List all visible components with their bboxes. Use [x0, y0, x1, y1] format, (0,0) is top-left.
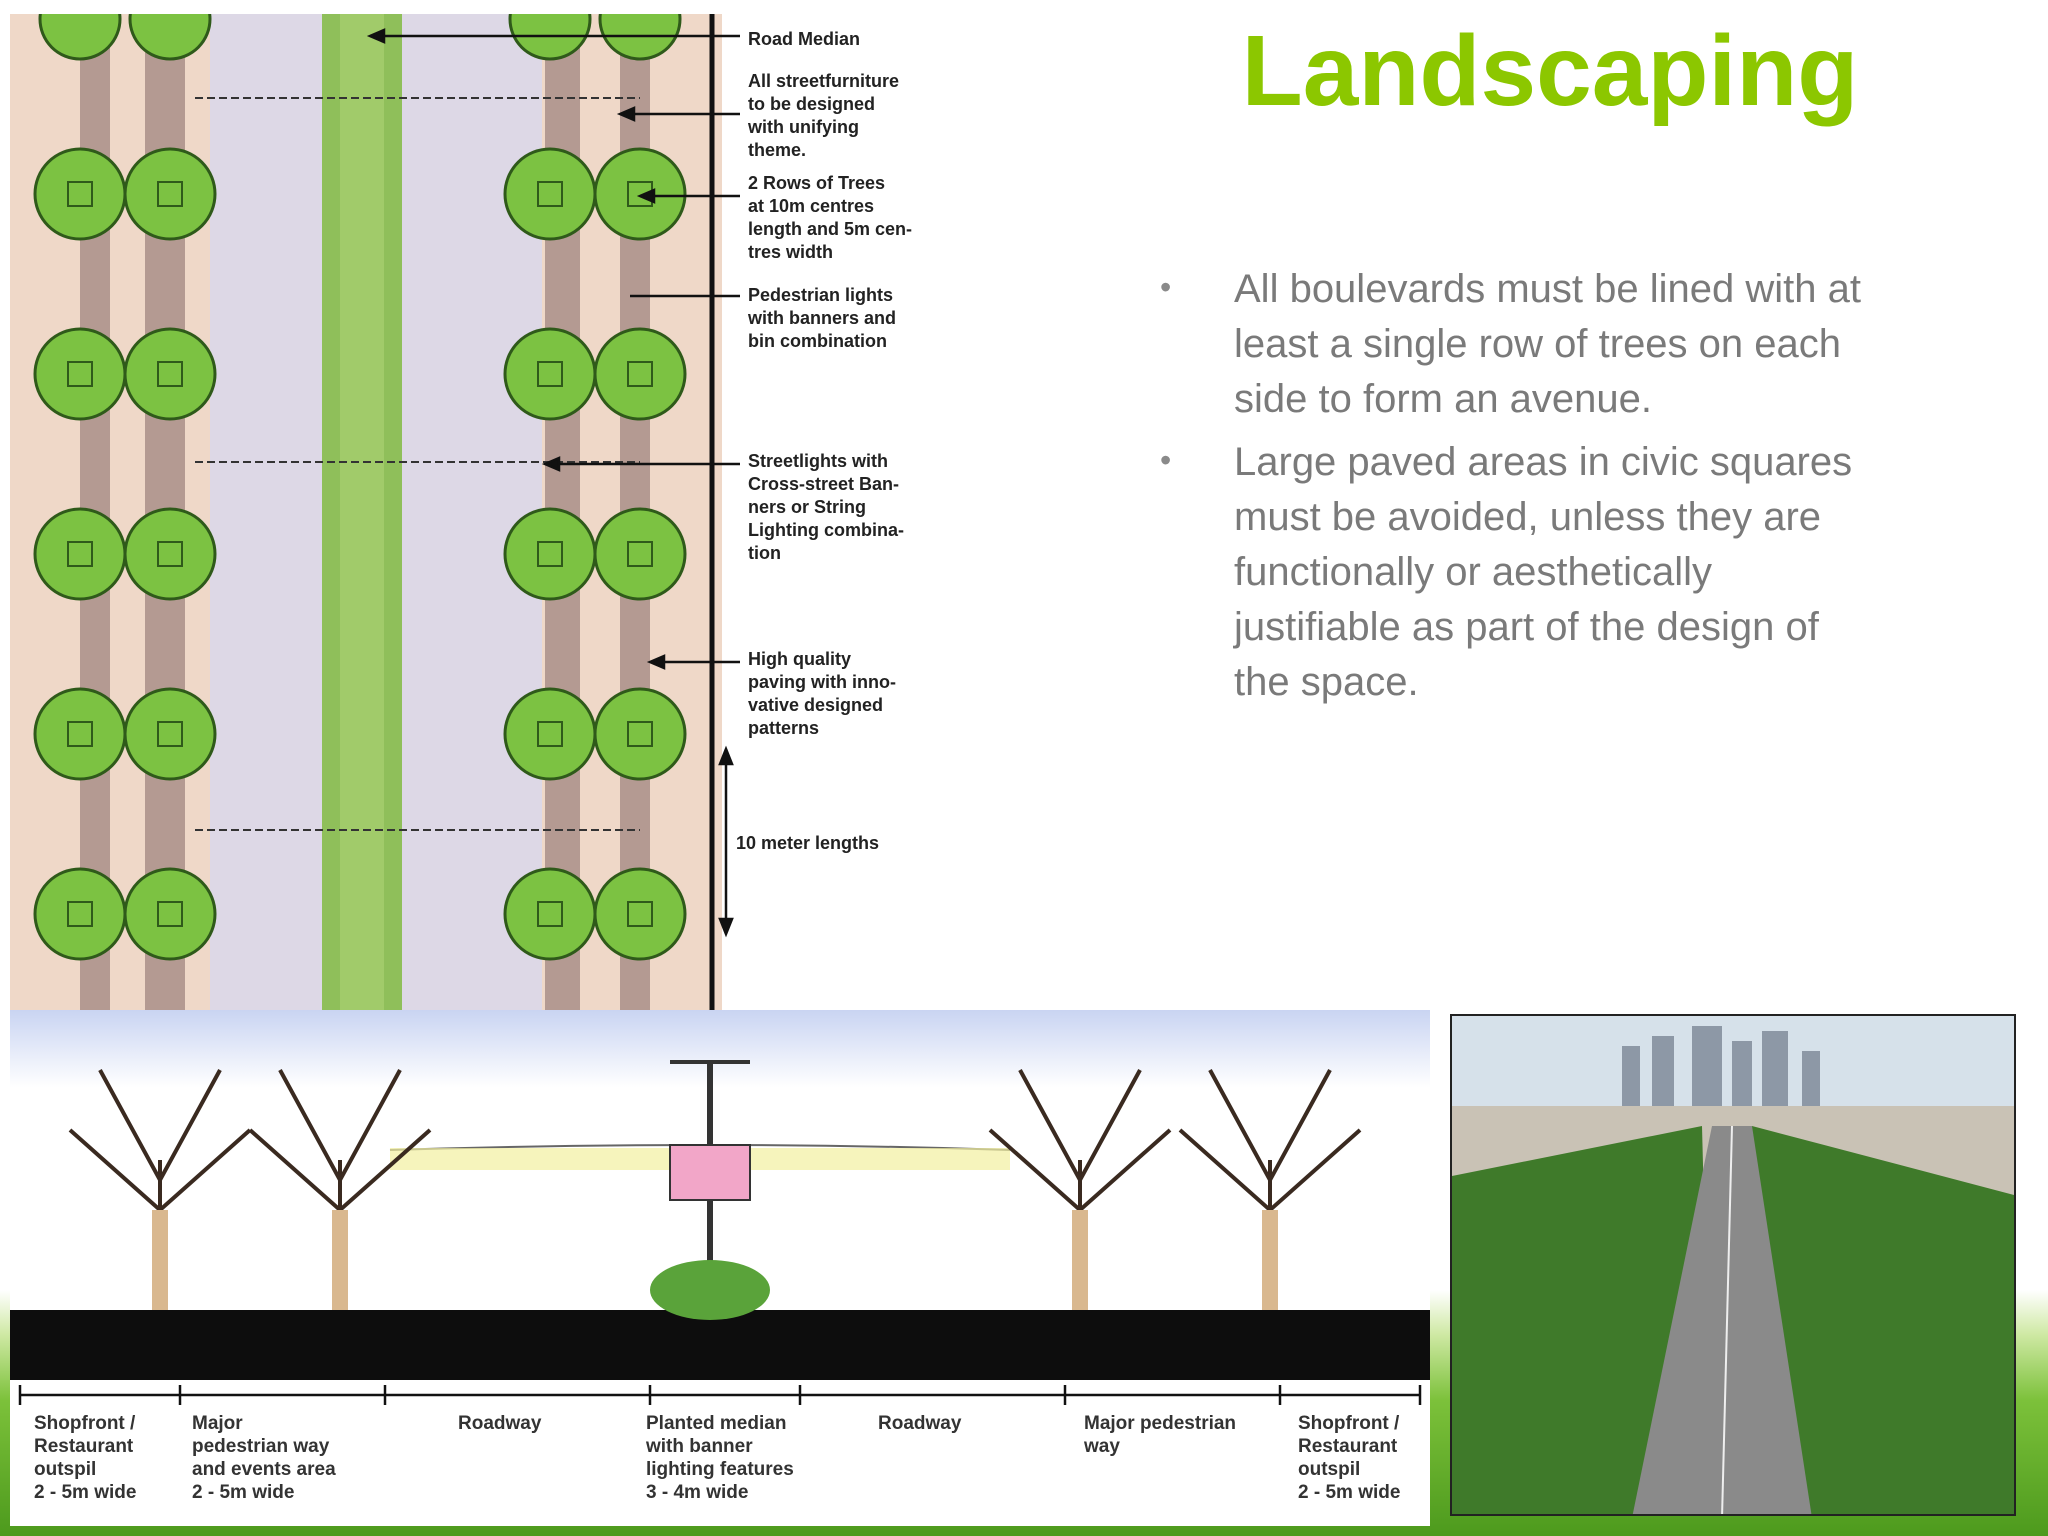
plan-trees [33, 0, 687, 961]
boulevard-photo-image [1452, 1016, 2014, 1514]
avenue-road [1632, 1126, 1812, 1514]
slide-title: Landscaping [1241, 15, 1859, 127]
section-ground [10, 1310, 1430, 1380]
section-label-roadway-left: Roadway [458, 1413, 542, 1434]
section-label-roadway-right: Roadway [878, 1413, 962, 1434]
section-label-shopfront-left: Shopfront / Restaurant outspil 2 - 5m wi… [34, 1413, 137, 1503]
left-roadway [210, 14, 330, 1044]
bullet-icon: • [1160, 269, 1172, 305]
plan-leader-lines [366, 28, 740, 938]
plan-label-road-median: Road Median [748, 29, 861, 49]
bullet-icon: • [1160, 442, 1172, 478]
left-tree-line [1452, 1126, 1712, 1514]
median-shrub [650, 1260, 770, 1320]
boulevard-section-diagram: Shopfront / Restaurant outspil 2 - 5m wi… [10, 1010, 1430, 1526]
bullet-list: • All boulevards must be lined with at le… [1150, 262, 1870, 718]
dimension-arrows [18, 1385, 1422, 1405]
right-tree-line [1752, 1126, 2014, 1514]
section-label-pedestrian-way-left: Major pedestrian way and events area 2 -… [192, 1413, 336, 1503]
section-label-planted-median: Planted median with banner lighting feat… [646, 1413, 794, 1503]
bullet-text: Large paved areas in civic squares must … [1234, 440, 1853, 704]
boulevard-plan-diagram: Road Median All streetfurniture to be de… [10, 0, 1410, 1054]
section-drawing [10, 1010, 1430, 1526]
plan-label-10m-lengths: 10 meter lengths [736, 833, 880, 853]
banner-icon [669, 1144, 751, 1201]
plan-label-tree-rows: 2 Rows of Trees at 10m centres length an… [748, 173, 913, 262]
bullet-item: • Large paved areas in civic squares must… [1150, 435, 1870, 710]
plan-label-street-furniture: All streetfurniture to be designed with … [748, 71, 900, 160]
plan-label-streetlights: Streetlights with Cross-street Ban- ners… [748, 451, 904, 563]
section-label-shopfront-right: Shopfront / Restaurant outspil 2 - 5m wi… [1298, 1413, 1401, 1503]
plan-label-pedestrian-lights: Pedestrian lights with banners and bin c… [748, 285, 897, 351]
skyline [1622, 1026, 1820, 1116]
boulevard-photo [1450, 1014, 2016, 1516]
plan-label-paving: High quality paving with inno- vative de… [748, 649, 896, 738]
bullet-item: • All boulevards must be lined with at le… [1150, 262, 1870, 427]
bullet-text: All boulevards must be lined with at lea… [1234, 267, 1861, 421]
section-label-pedestrian-way-right: Major pedestrian way [1084, 1413, 1237, 1457]
plan-drawing [10, 0, 740, 1044]
